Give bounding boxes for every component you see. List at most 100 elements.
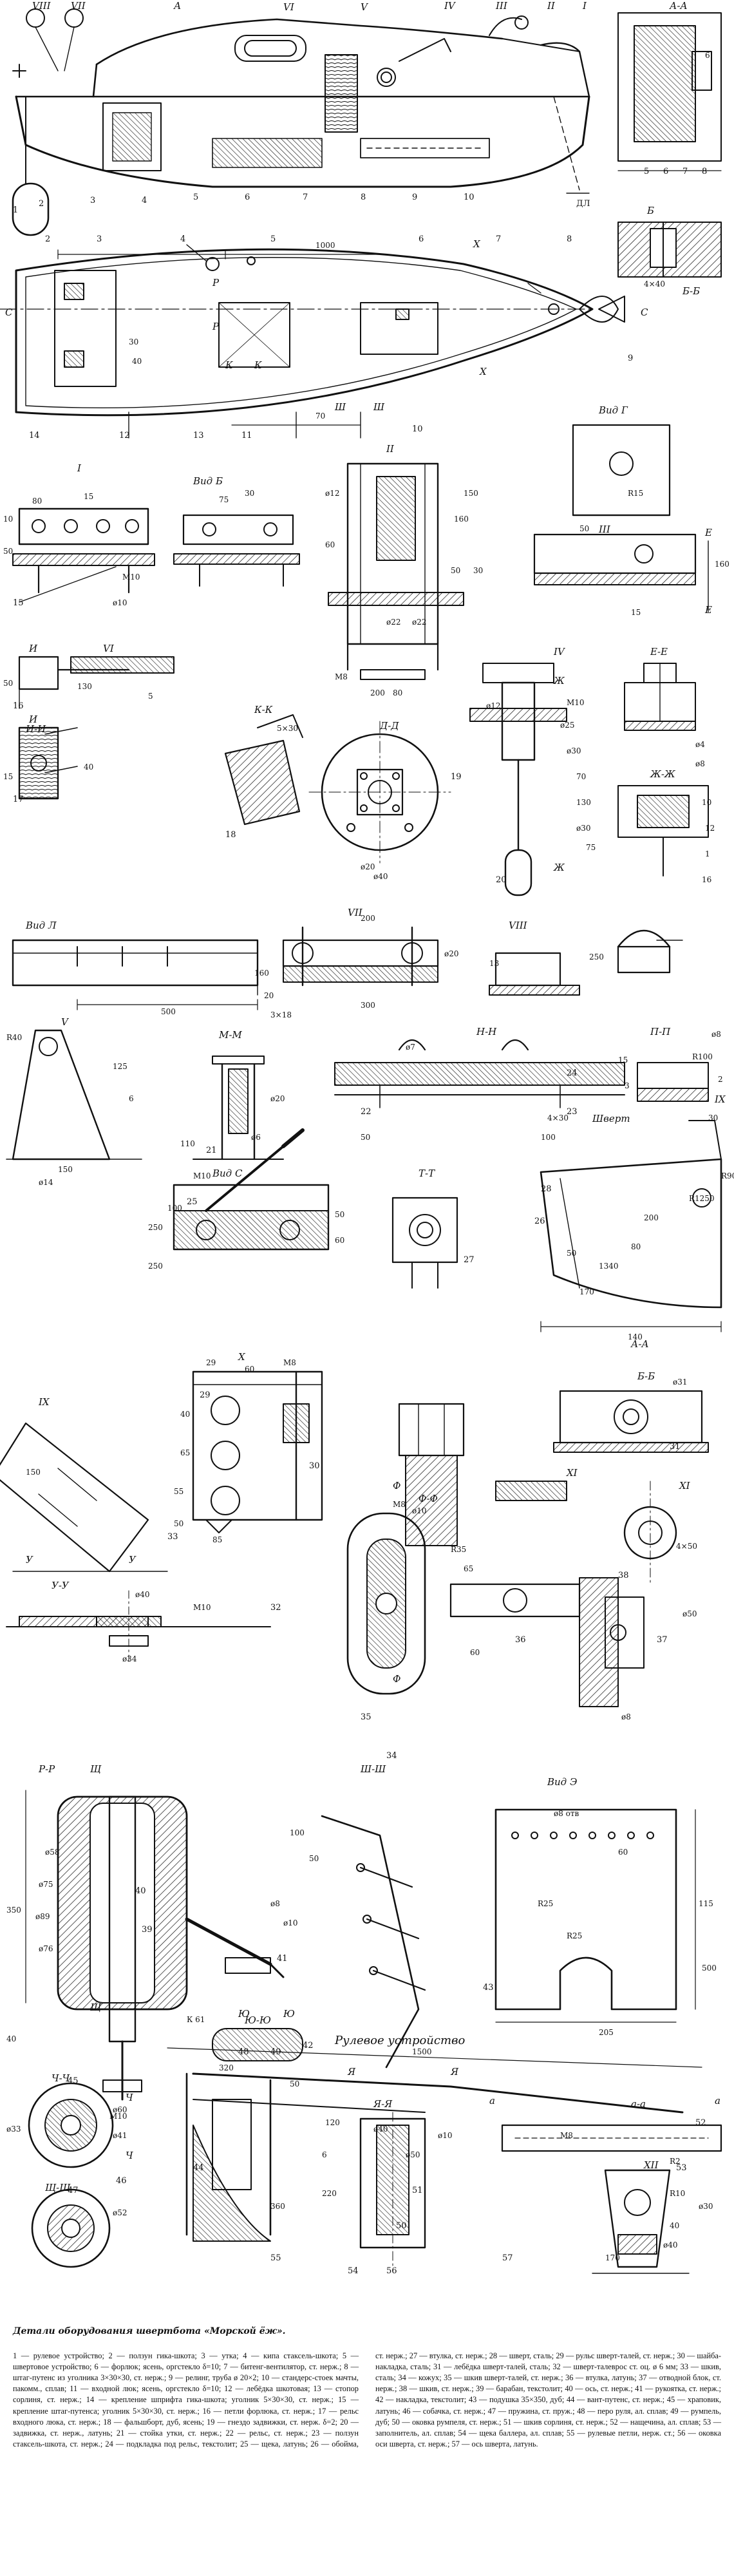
section-label: Я [451, 2066, 459, 2078]
dimension-label: 320 [219, 2063, 234, 2072]
section-label: II [386, 443, 394, 455]
section-label: Ш [373, 401, 385, 413]
part-number: 6 [245, 193, 250, 202]
section-label: Ж [554, 675, 565, 687]
section-label: И [29, 714, 38, 725]
dimension-label: 160 [254, 969, 269, 978]
legend-item: 22 — рельс, ст. нерж.; [225, 2428, 312, 2438]
dimension-label: 16 [702, 875, 712, 884]
part-number: 10 [464, 193, 475, 202]
dimension-label: 65 [180, 1448, 191, 1457]
dimension-label: 29 [206, 1358, 216, 1367]
dimension-label: 80 [32, 497, 42, 506]
section-label: Ф [393, 1673, 401, 1685]
legend-item: 57 — ось шверта, латунь. [451, 2439, 538, 2448]
dimension-label: ø14 [39, 1178, 53, 1187]
part-number: 5 [270, 234, 276, 244]
section-label: Вид Л [26, 920, 57, 931]
dimension-label: 55 [174, 1487, 184, 1496]
part-number: 53 [676, 2163, 687, 2173]
legend-item: 2 — ползун гика-шкота; [108, 2351, 202, 2360]
section-label: Щ [90, 2002, 102, 2013]
part-number: 10 [412, 424, 423, 434]
legend-item: 21 — стойка утки, ст. нерж.; [116, 2428, 226, 2438]
legend-item: 12 — лебёдка шкотовая; [224, 2384, 314, 2394]
section-label: Х [473, 238, 480, 250]
part-number: 22 [361, 1107, 372, 1117]
dimension-label: R90 [721, 1171, 734, 1180]
dimension-label: 30 [708, 1113, 719, 1122]
legend-item: 27 — втулка, ст. нерж.; [409, 2351, 489, 2360]
dimension-label: 120 [325, 2118, 340, 2127]
legend-item: 14 — крепление шприфта гика-шкота; уголн… [86, 2395, 339, 2405]
legend-item: 7 — битенг-вентилятор, ст. нерж.; [223, 2362, 344, 2372]
part-number: 8 [361, 193, 366, 202]
legend-item: 36 — втулка, латунь; [565, 2373, 639, 2383]
section-label: Е [705, 604, 712, 616]
dimension-label: 20 [264, 991, 274, 1000]
dimension-label: 40 [180, 1410, 191, 1419]
legend-item: 39 — барабан, текстолит; [476, 2384, 565, 2394]
section-label: Я [348, 2066, 356, 2078]
dimension-label: 100 [167, 1204, 182, 1213]
section-label: А [174, 0, 182, 12]
section-label: Ф [393, 1480, 401, 1492]
section-label: М-М [219, 1029, 242, 1041]
part-number: 46 [116, 2176, 127, 2186]
part-number: 42 [303, 2041, 314, 2050]
dimension-label: 60 [335, 1236, 345, 1245]
dimension-label: ø20 [361, 862, 375, 871]
section-label: IV [554, 646, 565, 658]
dimension-label: ø20 [270, 1094, 285, 1103]
section-label: VIII [32, 0, 51, 12]
dimension-label: ø8 отв [554, 1809, 579, 1818]
section-label: VI [103, 643, 114, 654]
dimension-label: ø34 [122, 1654, 137, 1663]
part-number: 17 [13, 795, 24, 804]
section-label: IX [39, 1396, 50, 1408]
dimension-label: ø10 [113, 598, 127, 607]
section-label: Б-Б [682, 285, 701, 297]
dimension-label: 15 [3, 772, 14, 781]
part-number: 25 [187, 1197, 198, 1207]
legend-item: 25 — щека, латунь; [240, 2439, 311, 2448]
dimension-label: 500 [702, 1964, 717, 1973]
details-row-e2 [6, 1512, 645, 1707]
part-number: 1 [13, 205, 19, 215]
dimension-label: ø10 [412, 1506, 427, 1515]
dimension-label: М10 [193, 1171, 211, 1180]
part-number: 37 [657, 1635, 668, 1645]
dimension-label: ø58 [45, 1848, 60, 1857]
part-number: 8 [567, 234, 572, 244]
dimension-label: 65 [464, 1564, 474, 1573]
part-number: 56 [386, 2266, 397, 2276]
legend-item: 4 — кипа стаксель-шкота; [243, 2351, 343, 2360]
part-number: 3 [90, 196, 96, 205]
part-number: 15 [13, 598, 24, 608]
dimension-label: ø31 [673, 1378, 688, 1387]
legend-item: 51 — шкив сорлиня, ст. нерж.; [503, 2417, 610, 2427]
dimension-label: 30 [245, 489, 255, 498]
legend-item: 56 — оковка оси шверта, ст. нерж.; [375, 2428, 721, 2448]
section-label: Б [647, 205, 655, 216]
section-label: Х [238, 1351, 245, 1363]
legend-item: 33 — шкив, сталь; [375, 2362, 721, 2383]
part-number: 28 [541, 1184, 552, 1194]
section-label: Ю [238, 2008, 250, 2020]
section-label: а [489, 2095, 495, 2107]
dimension-label: 75 [586, 843, 596, 852]
dimension-label: М8 [560, 2131, 573, 2140]
dimension-label: 80 [631, 1242, 641, 1251]
dimension-label: М8 [393, 1500, 406, 1509]
part-number: 4 [142, 196, 147, 205]
dimension-label: 250 [148, 1262, 163, 1271]
legend-item: 11 — входной люк; ясень, оргстекло δ=10; [70, 2384, 225, 2394]
section-label: Н-Н [476, 1026, 497, 1037]
part-number: 13 [193, 431, 204, 440]
section-label: К-К [254, 704, 273, 715]
dimension-label: 170 [605, 2253, 620, 2262]
legend-item: 30 — шайба-накладка, сталь; [375, 2351, 721, 2372]
dimension-label: 60 [325, 540, 335, 549]
legend-item: 23 — ползун стаксель-шкота, ст. нерж.; [13, 2428, 359, 2448]
dimension-label: R25 [567, 1931, 583, 1940]
